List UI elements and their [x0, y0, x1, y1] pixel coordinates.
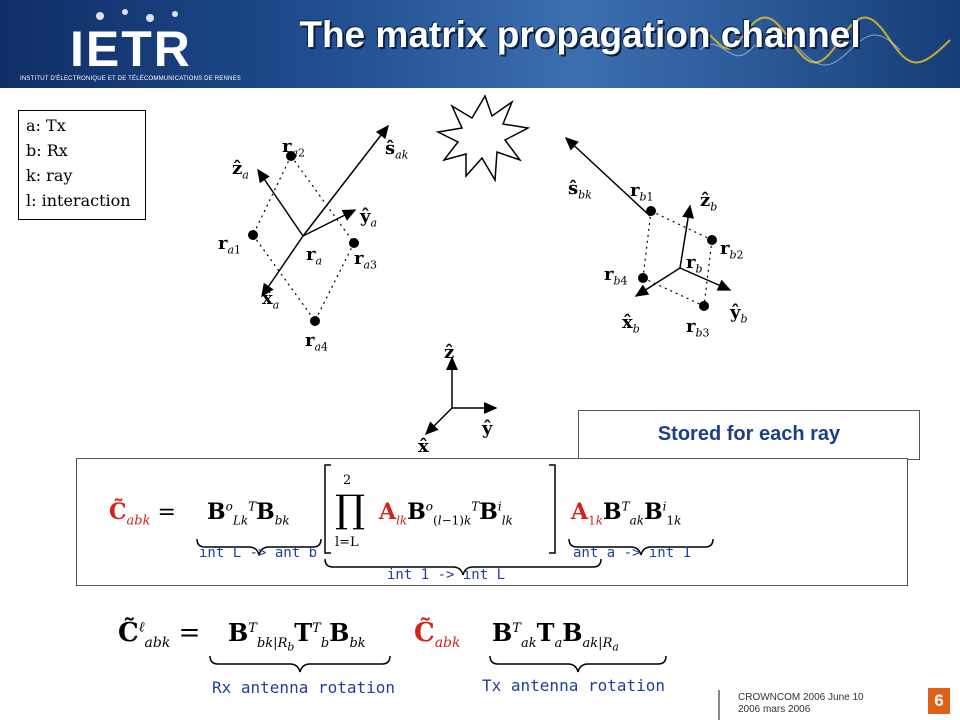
eq1-product-symbol: ∏	[335, 487, 366, 531]
eq2-rx-term: BTbk|RbTTbBbk	[228, 618, 366, 654]
eq1-product-lower: l=L	[335, 535, 359, 550]
stored-label: Stored for each ray	[657, 423, 841, 445]
eq1-term3: A1kBTakBi1k	[571, 499, 682, 528]
ietr-logo: IETR	[70, 21, 192, 77]
slide-title: The matrix propagation channel	[299, 14, 861, 55]
brace-label-ant-a-int1: ant a -> int 1	[573, 545, 692, 561]
global-axes	[424, 356, 498, 436]
equation1-braces	[196, 464, 714, 576]
header-wave-decoration	[96, 9, 951, 66]
footer-text: CROWNCOM 2006 June 10 2006 mars 2006	[738, 692, 864, 716]
eq2-cabk: C̃abk	[414, 618, 461, 652]
stored-for-each-ray-box: Stored for each ray	[578, 410, 920, 460]
brace-label-tx-rotation: Tx antenna rotation	[482, 676, 666, 695]
brace-label-int-l-ant-b: int L -> ant b	[199, 545, 318, 561]
brace-label-int1-intl: int 1 -> int L	[387, 567, 506, 583]
scatterer-star	[435, 94, 531, 183]
tx-antenna-geometry	[248, 124, 389, 326]
brace-label-rx-rotation: Rx antenna rotation	[212, 678, 396, 697]
geometry-diagram	[248, 94, 732, 436]
eq1-lhs: C̃abk =	[109, 499, 176, 529]
footer-divider	[718, 690, 720, 720]
equation2-braces	[209, 655, 667, 673]
page-number-badge: 6	[928, 688, 950, 714]
rx-antenna-geometry	[564, 136, 732, 311]
legend-line-a: a: Tx	[26, 116, 66, 135]
logo-subtitle: INSTITUT D'ÉLECTRONIQUE ET DE TÉLÉCOMMUN…	[20, 76, 241, 82]
equation-box: C̃abk = BoLkTBbk 2 ∏ l=L AlkBo(l−1)kTBil…	[76, 458, 908, 586]
eq1-product-body: AlkBo(l−1)kTBilk	[379, 499, 513, 528]
header-banner: IETR INSTITUT D'ÉLECTRONIQUE ET DE TÉLÉC…	[0, 0, 960, 88]
eq1-term1: BoLkTBbk	[207, 499, 290, 528]
eq1-product-upper: 2	[343, 473, 352, 488]
legend-line-b: b: Rx	[26, 141, 68, 160]
legend-box: a: Tx b: Rx k: ray l: interaction	[18, 110, 146, 220]
eq2-tx-term: BTakTaBak|Ra	[492, 618, 619, 654]
footer-line-1: CROWNCOM 2006 June 10	[738, 692, 864, 703]
footer-line-2: 2006 mars 2006	[738, 704, 811, 715]
legend-line-k: k: ray	[26, 166, 73, 185]
legend-line-l: l: interaction	[26, 191, 131, 210]
eq2-lhs: C̃ℓabk =	[118, 618, 201, 652]
